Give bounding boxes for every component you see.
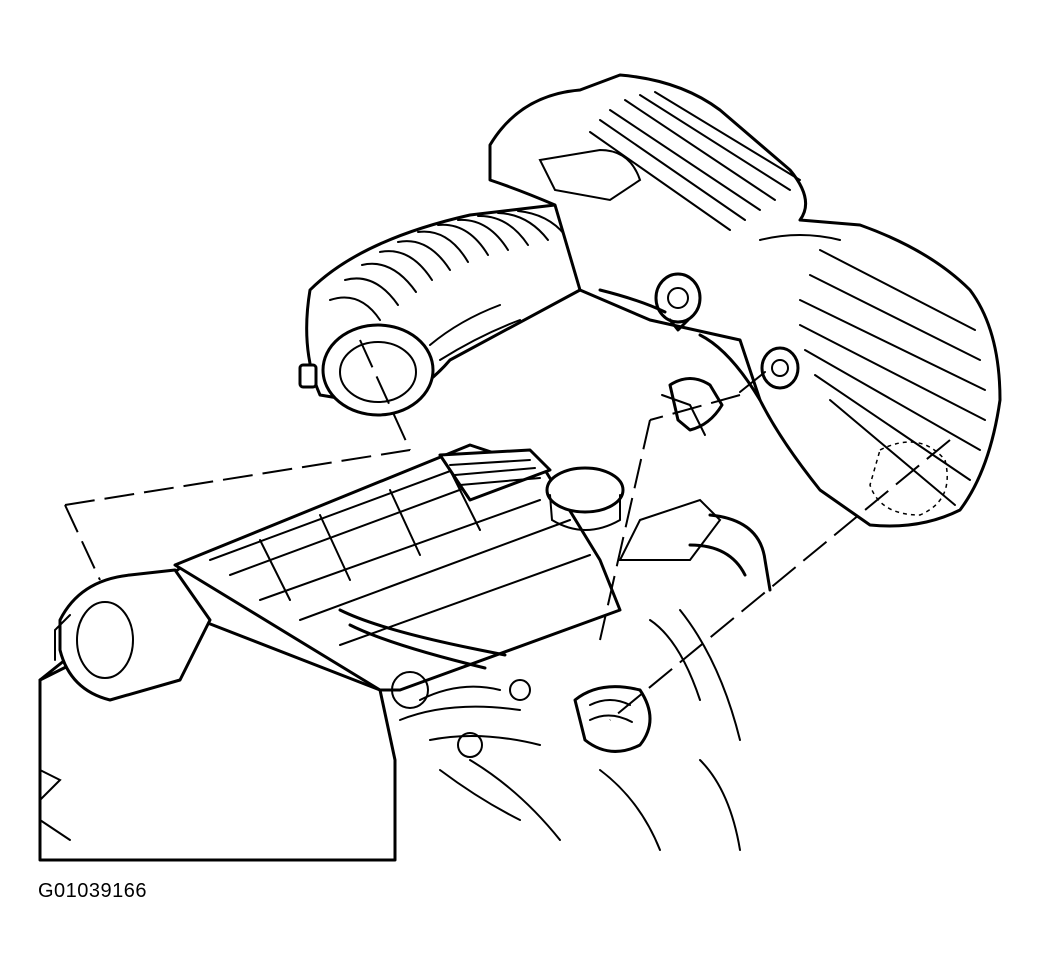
- air-intake-duct: [298, 203, 584, 417]
- oil-filler-cap: [545, 466, 625, 531]
- figure-id-label: G01039166: [38, 880, 148, 902]
- valve-cover: [173, 443, 622, 692]
- throttle-body: [54, 568, 212, 702]
- leader-lines: [64, 339, 951, 721]
- electrical-connector: [598, 288, 762, 436]
- air-cleaner-housing: [488, 73, 1002, 528]
- sensor-and-grommets: [654, 272, 800, 393]
- engine-assembly: [38, 443, 772, 862]
